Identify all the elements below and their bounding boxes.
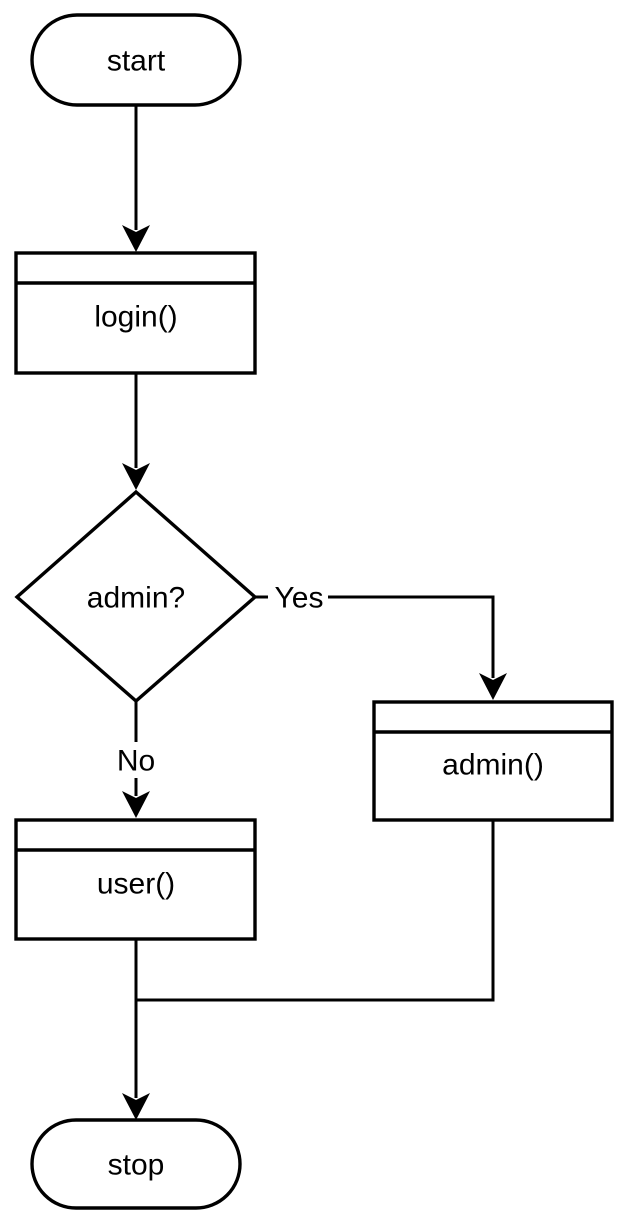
user-node-label: user() — [97, 868, 175, 901]
yes-label-background — [268, 579, 328, 615]
edge-decision-to-admin-yes — [255, 595, 495, 678]
login-node-label: login() — [94, 301, 177, 334]
arrowhead-into-admin — [479, 673, 507, 700]
decision-diamond-shape — [14, 489, 258, 704]
arrowhead-into-user — [122, 791, 150, 818]
yes-edge-label: Yes — [275, 582, 324, 615]
decision-node-label: admin? — [87, 582, 185, 615]
stop-node-label: stop — [108, 1149, 165, 1182]
start-terminator-shape — [30, 13, 242, 107]
stop-terminator-shape — [30, 1118, 242, 1210]
arrowhead-into-decision — [122, 463, 150, 490]
no-edge-label: No — [117, 745, 155, 778]
admin-process-shape — [372, 700, 614, 822]
edge-admin-to-merge — [136, 820, 495, 1002]
arrowhead-into-stop — [122, 1093, 150, 1120]
arrowhead-into-login — [122, 225, 150, 252]
admin-node-label: admin() — [442, 749, 544, 782]
user-process-shape — [14, 818, 257, 941]
start-node-label: start — [107, 45, 166, 78]
no-label-background — [112, 742, 160, 778]
login-process-shape — [14, 251, 257, 375]
